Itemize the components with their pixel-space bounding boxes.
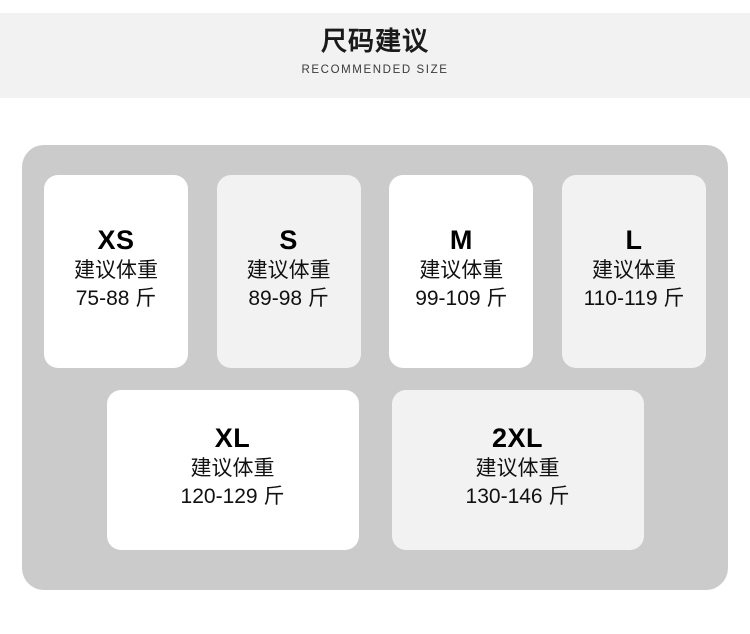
size-chart-panel: XS 建议体重 75-88 斤 S 建议体重 89-98 斤 M 建议体重 99… bbox=[22, 145, 728, 590]
size-row-top: XS 建议体重 75-88 斤 S 建议体重 89-98 斤 M 建议体重 99… bbox=[38, 175, 712, 368]
size-card-weight-label: 建议体重 bbox=[591, 258, 676, 282]
size-card-weight-label: 建议体重 bbox=[190, 457, 275, 481]
size-card-weight-range: 120-129 斤 bbox=[180, 485, 285, 509]
size-card-label: S bbox=[279, 224, 298, 255]
page-title: 尺码建议 bbox=[320, 26, 429, 56]
size-card-label: XS bbox=[97, 224, 135, 255]
size-card-weight-label: 建议体重 bbox=[246, 258, 331, 282]
size-card-l[interactable]: L 建议体重 110-119 斤 bbox=[561, 175, 706, 368]
size-card-2xl[interactable]: 2XL 建议体重 130-146 斤 bbox=[391, 390, 644, 550]
page-subtitle: RECOMMENDED SIZE bbox=[301, 63, 449, 76]
size-card-m[interactable]: M 建议体重 99-109 斤 bbox=[389, 175, 534, 368]
size-card-xs[interactable]: XS 建议体重 75-88 斤 bbox=[44, 175, 188, 368]
size-card-weight-label: 建议体重 bbox=[475, 457, 560, 481]
size-card-weight-range: 130-146 斤 bbox=[465, 485, 570, 509]
size-card-label: L bbox=[625, 224, 643, 255]
size-card-label: 2XL bbox=[491, 423, 544, 454]
size-card-label: M bbox=[449, 224, 473, 255]
size-card-weight-label: 建议体重 bbox=[419, 258, 504, 282]
size-card-s[interactable]: S 建议体重 89-98 斤 bbox=[216, 175, 361, 368]
size-card-weight-range: 75-88 斤 bbox=[75, 286, 157, 310]
header-banner: 尺码建议 RECOMMENDED SIZE bbox=[0, 13, 750, 98]
size-card-label: XL bbox=[214, 423, 251, 454]
size-card-weight-range: 99-109 斤 bbox=[415, 286, 508, 310]
size-card-xl[interactable]: XL 建议体重 120-129 斤 bbox=[106, 390, 359, 550]
size-card-weight-range: 110-119 斤 bbox=[583, 286, 685, 310]
size-card-weight-range: 89-98 斤 bbox=[248, 286, 329, 310]
size-row-bottom: XL 建议体重 120-129 斤 2XL 建议体重 130-146 斤 bbox=[38, 390, 712, 550]
size-card-weight-label: 建议体重 bbox=[74, 258, 158, 282]
